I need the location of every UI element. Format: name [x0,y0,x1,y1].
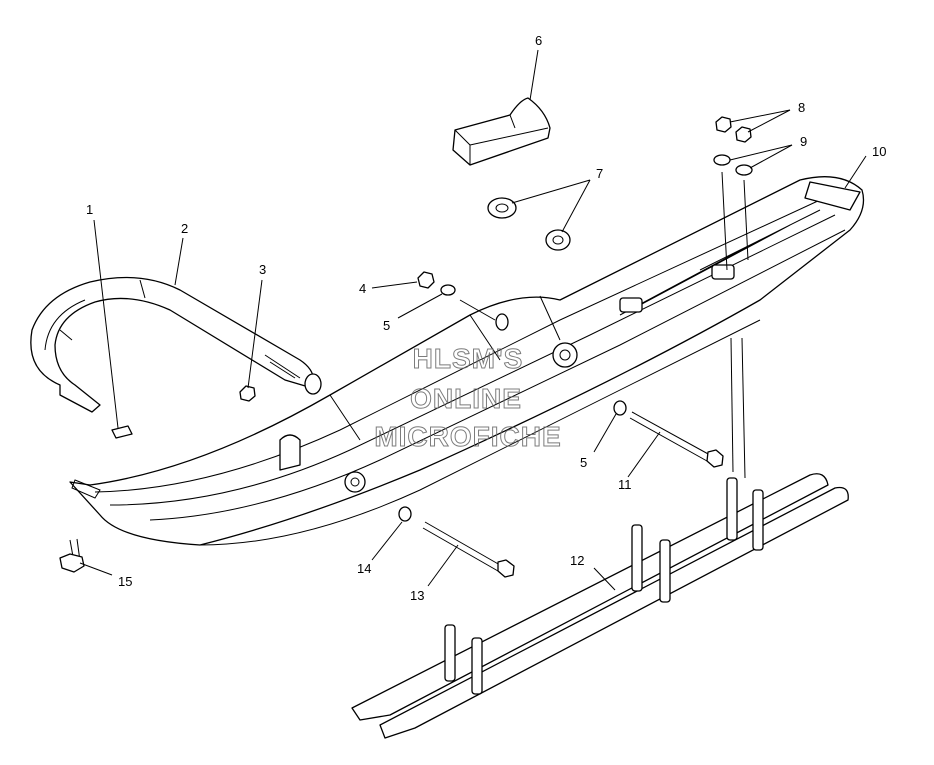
callout-15: 15 [118,574,132,589]
ski-body [69,176,865,546]
leader-lines [79,49,867,591]
flange-bolt [59,538,85,573]
callout-labels: 1 2 3 4 5 6 7 8 9 10 5 11 12 13 14 15 [86,33,886,603]
callout-11: 11 [618,477,632,492]
callout-5-upper: 5 [383,318,390,333]
callout-2: 2 [181,221,188,236]
callout-13: 13 [410,588,424,603]
watermark-line-1: HLSM'S [413,343,524,374]
watermark-line-3: MICROFICHE [374,421,561,452]
callout-3: 3 [259,262,266,277]
callout-14: 14 [357,561,371,576]
callout-1: 1 [86,202,93,217]
callout-4: 4 [359,281,366,296]
washers-top [713,154,753,271]
watermark-line-2: ONLINE [410,383,522,414]
bushings [487,197,571,251]
watermark: HLSM'S ONLINE MICROFICHE [374,343,561,453]
lower-bolt [422,521,515,578]
callout-10: 10 [872,144,886,159]
callout-9: 9 [800,134,807,149]
ski-handle [30,276,322,413]
callout-12: 12 [570,553,584,568]
nuts [715,116,752,143]
bumper-block [452,97,551,166]
callout-7: 7 [596,166,603,181]
handle-clip [111,425,133,439]
callout-8: 8 [798,100,805,115]
callout-5-lower: 5 [580,455,587,470]
handle-nut [239,385,256,402]
nut-and-washer [417,271,627,416]
lower-washer [398,506,412,522]
carbide-runner [351,337,849,739]
callout-6: 6 [535,33,542,48]
spindle-bolt [629,411,724,468]
